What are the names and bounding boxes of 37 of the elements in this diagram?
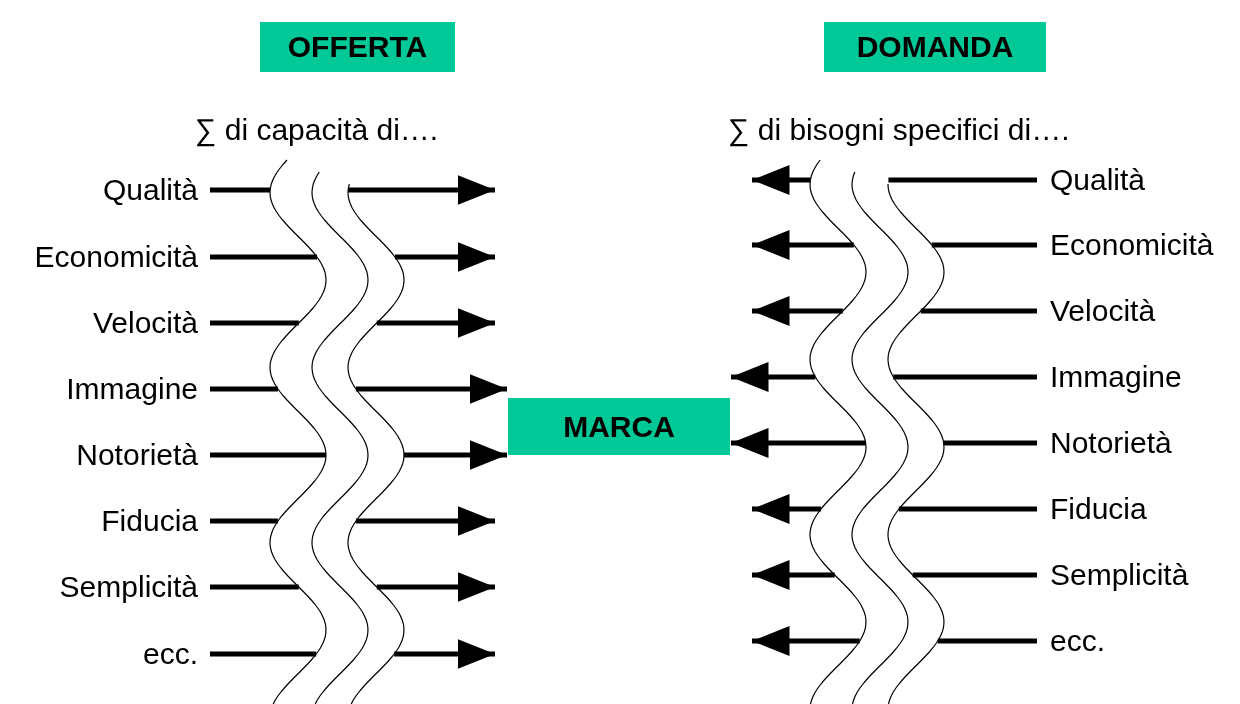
arrow xyxy=(752,165,1037,195)
item-label: Velocità xyxy=(92,305,198,341)
item-label: Economicità xyxy=(34,239,198,275)
item-label: ecc. xyxy=(1050,623,1106,659)
item-label: Immagine xyxy=(1050,359,1182,395)
item-label: Qualità xyxy=(1050,162,1146,198)
item-label: Semplicità xyxy=(1050,557,1189,593)
item-label: ecc. xyxy=(142,636,198,672)
item-label: Fiducia xyxy=(1050,491,1147,527)
arrow xyxy=(752,560,1037,590)
item-label: Velocità xyxy=(1050,293,1156,329)
arrow xyxy=(731,362,1037,392)
heading-box: MARCA xyxy=(508,398,730,455)
arrow xyxy=(752,626,1037,656)
arrow xyxy=(731,428,1037,458)
item-label: Semplicità xyxy=(59,569,198,605)
item-label: Fiducia xyxy=(101,503,198,539)
arrow xyxy=(210,308,495,338)
sum-heading: ∑ di capacità di…. xyxy=(195,112,439,148)
arrow xyxy=(210,572,495,602)
arrow xyxy=(210,440,507,470)
arrow xyxy=(210,175,495,205)
arrow xyxy=(752,230,1037,260)
item-label: Economicità xyxy=(1050,227,1214,263)
sum-heading: ∑ di bisogni specifici di…. xyxy=(728,112,1070,148)
item-label: Immagine xyxy=(66,371,198,407)
item-label: Notorietà xyxy=(76,437,198,473)
arrow xyxy=(210,242,495,272)
item-label: Qualità xyxy=(102,172,198,208)
item-label: Notorietà xyxy=(1050,425,1172,461)
arrow xyxy=(210,639,495,669)
heading-box: OFFERTA xyxy=(260,22,455,72)
heading-box: DOMANDA xyxy=(824,22,1046,72)
arrow xyxy=(210,506,495,536)
arrow xyxy=(752,296,1037,326)
arrow xyxy=(752,494,1037,524)
arrow xyxy=(210,374,507,404)
